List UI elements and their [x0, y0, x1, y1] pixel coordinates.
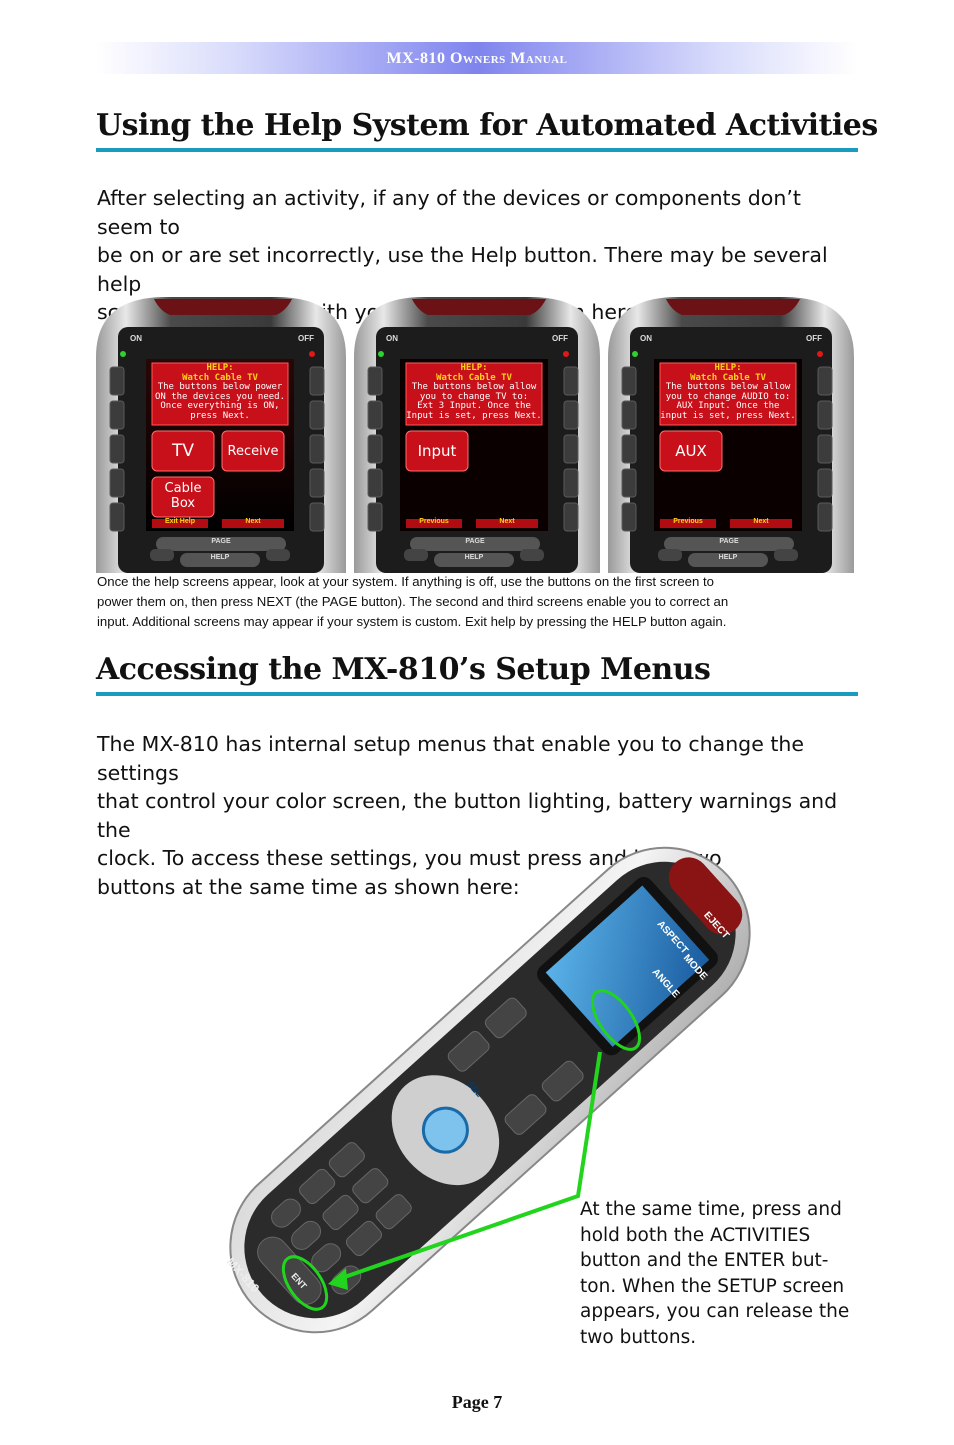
mx810-remote-illustration: MX-810 ASPECT EJECT MODE ANGLE SEL ENT [160, 820, 820, 1345]
callout-line: hold both the ACTIVITIES [580, 1224, 811, 1246]
help-line: you to change AUDIO to: [665, 391, 791, 402]
help-title: HELP: [714, 363, 742, 373]
help-title: HELP: [206, 363, 234, 373]
help-screens-caption: Once the help screens appear, look at yo… [97, 572, 857, 632]
help-subtitle: Watch Cable TV [690, 372, 766, 383]
off-label: OFF [552, 334, 568, 343]
callout-line: ton. When the SETUP screen [580, 1275, 845, 1297]
paragraph-line: be on or are set incorrectly, use the He… [97, 243, 828, 296]
page-button[interactable]: PAGE [211, 538, 231, 545]
callout-line: At the same time, press and [580, 1199, 842, 1220]
help-text: HELP: Watch Cable TV The buttons below p… [152, 363, 288, 421]
paragraph-line: After selecting an activity, if any of t… [97, 186, 801, 239]
section-heading-help-system: Using the Help System for Automated Acti… [96, 108, 878, 143]
tv-button[interactable]: TV [171, 441, 194, 461]
help-line: The buttons below allow [665, 382, 791, 392]
help-text: HELP: Watch Cable TV The buttons below a… [406, 363, 542, 421]
help-text: HELP: Watch Cable TV The buttons below a… [660, 363, 796, 421]
help-title: HELP: [460, 363, 488, 373]
callout-line: button and the ENTER but- [580, 1250, 829, 1272]
receiver-button[interactable]: Receive [227, 444, 279, 459]
help-screens-figure: ON OFF HELP: Watch Cable TV The buttons … [96, 297, 858, 573]
callout-line: appears, you can release the [580, 1301, 850, 1323]
help-line: The buttons below allow [411, 382, 537, 392]
section-heading-setup-menus: Accessing the MX-810’s Setup Menus [96, 652, 711, 687]
help-screen-1: ON OFF HELP: Watch Cable TV The buttons … [96, 297, 350, 573]
paragraph-line: The MX-810 has internal setup menus that… [97, 732, 804, 785]
page-number: Page 7 [451, 1392, 503, 1412]
help-button[interactable]: HELP [210, 554, 230, 561]
setup-callout-text: At the same time, press and hold both th… [580, 1197, 860, 1351]
paragraph-line: buttons at the same time as shown here: [97, 874, 520, 899]
help-subtitle: Watch Cable TV [182, 372, 258, 383]
caption-line: Once the help screens appear, look at yo… [97, 574, 714, 589]
next-nav[interactable]: Next [245, 518, 261, 525]
heading-rule [96, 692, 858, 696]
help-subtitle: Watch Cable TV [436, 372, 512, 383]
on-label: ON [130, 334, 142, 343]
help-line: press Next. [190, 410, 250, 421]
help-line: Input is set, press Next. [406, 410, 542, 421]
aux-button[interactable]: AUX [675, 442, 707, 460]
next-nav[interactable]: Next [499, 518, 515, 525]
previous-nav[interactable]: Previous [673, 518, 703, 525]
input-button[interactable]: Input [417, 442, 457, 460]
off-label: OFF [806, 334, 822, 343]
help-line: Ext 3 Input. Once the [417, 401, 531, 411]
page-button[interactable]: PAGE [465, 538, 485, 545]
callout-line: two buttons. [580, 1326, 697, 1348]
page-button[interactable]: PAGE [719, 538, 739, 545]
cable-box-button[interactable]: Cable Box [164, 481, 202, 511]
manual-title: MX-810 Owners Manual [386, 50, 568, 67]
paragraph-line: that control your color screen, the butt… [97, 789, 838, 842]
heading-rule [96, 148, 858, 152]
help-line: you to change TV to: [419, 391, 529, 402]
header-band: MX-810 Owners Manual [96, 42, 858, 74]
on-label: ON [386, 334, 398, 343]
help-line: AUX Input. Once the [676, 401, 780, 411]
help-line: Once everything is ON, [160, 401, 280, 411]
off-label: OFF [298, 334, 314, 343]
help-button[interactable]: HELP [718, 554, 738, 561]
help-line: The buttons below power [157, 382, 283, 392]
help-screen-2: ON OFF HELP: Watch Cable TV The buttons … [350, 297, 604, 573]
on-label: ON [640, 334, 652, 343]
next-nav[interactable]: Next [753, 518, 769, 525]
help-line: ON the devices you need. [154, 391, 286, 402]
caption-line: input. Additional screens may appear if … [97, 614, 727, 629]
exit-help-nav[interactable]: Exit Help [165, 518, 195, 525]
caption-line: power them on, then press NEXT (the PAGE… [97, 594, 729, 609]
previous-nav[interactable]: Previous [419, 518, 449, 525]
help-screen-3: ON OFF HELP: Watch Cable TV The buttons … [604, 297, 858, 573]
help-button[interactable]: HELP [464, 554, 484, 561]
help-line: input is set, press Next. [660, 410, 796, 421]
